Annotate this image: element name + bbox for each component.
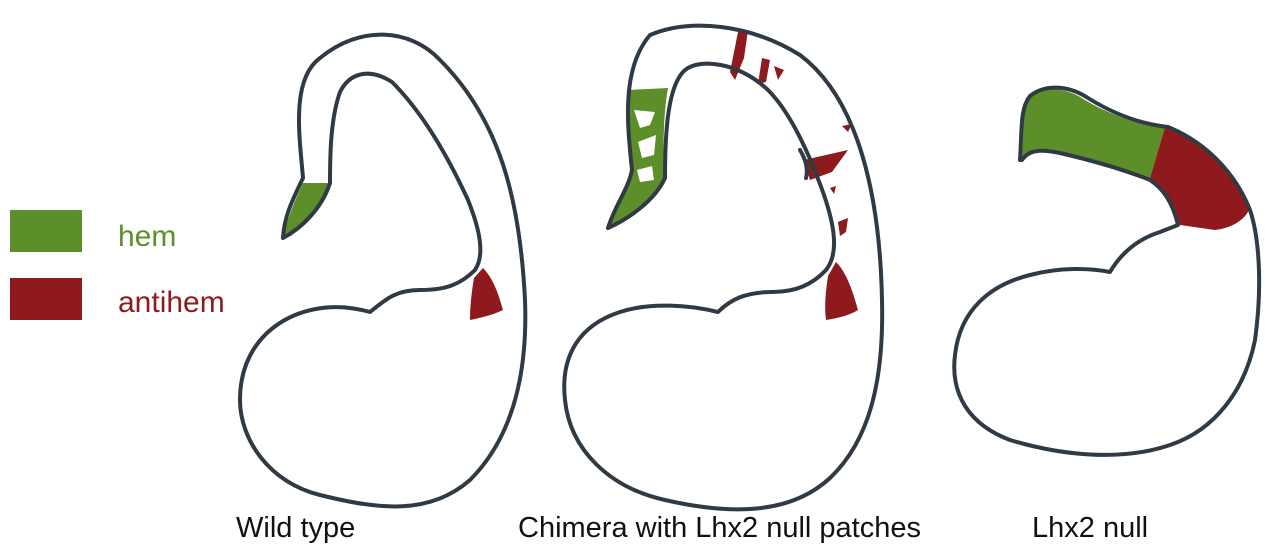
wild-type-hemisphere (240, 35, 525, 507)
chimera-caption: Chimera with Lhx2 null patches (518, 512, 921, 545)
chimera-hemisphere (564, 26, 882, 510)
wild-type-caption: Wild type (236, 512, 355, 545)
lhx2-null-caption: Lhx2 null (1032, 512, 1148, 545)
chimera-antihem-patch-5 (838, 218, 848, 236)
chimera-antihem-patch-2 (758, 58, 770, 84)
wild-type-antihem-region (470, 268, 503, 320)
chimera-antihem-patch-3 (774, 66, 784, 80)
chimera-antihem-patch-8 (825, 262, 858, 320)
chimera-antihem-patch-6 (830, 186, 836, 194)
lhx2-null-hemisphere (954, 88, 1259, 455)
